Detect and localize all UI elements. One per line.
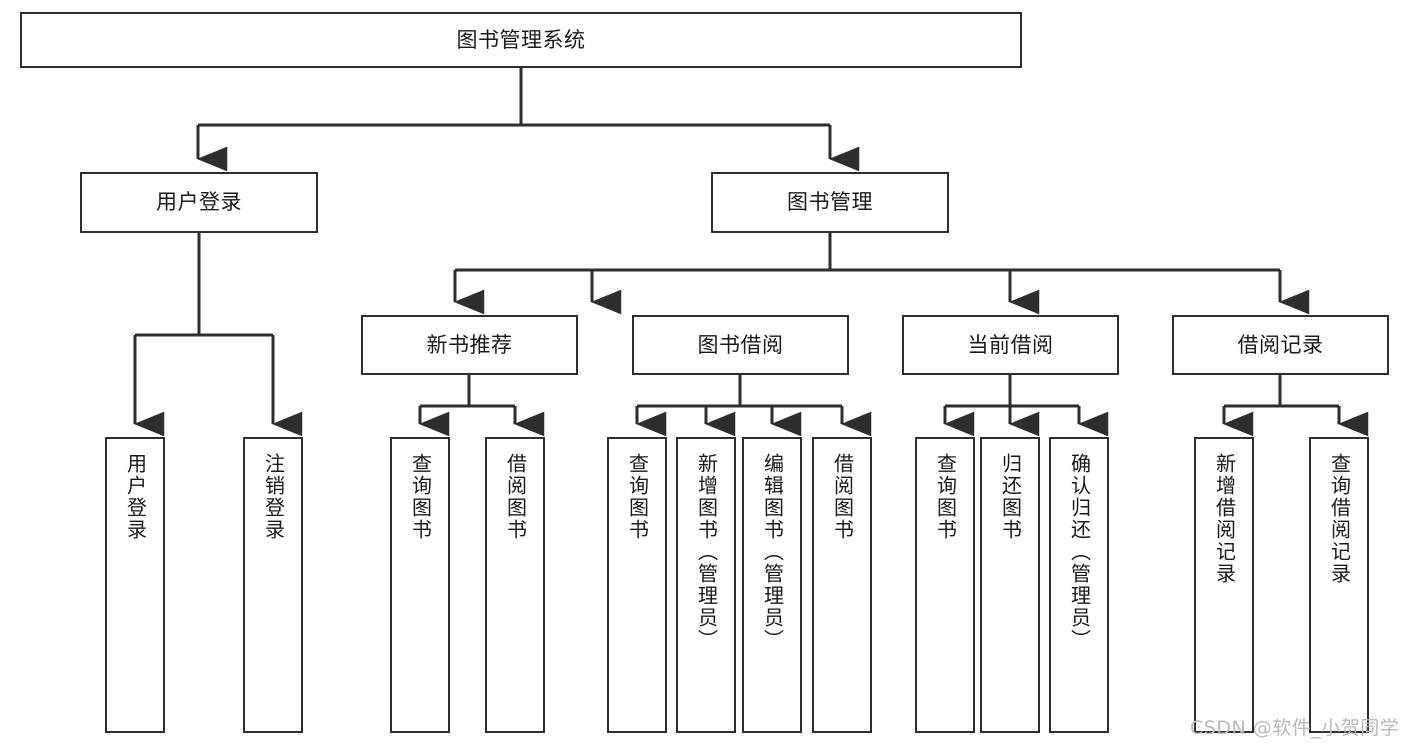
node-book-borrow[interactable]: 图书借阅	[632, 315, 849, 375]
leaf-borrow-record-add-label: 新增借阅记录	[1212, 453, 1237, 585]
leaf-book-borrow-edit-label: 编辑图书（管理员）	[760, 453, 785, 651]
leaf-current-borrow-confirm-label: 确认归还（管理员）	[1067, 453, 1092, 651]
leaf-current-borrow-confirm[interactable]: 确认归还（管理员）	[1049, 437, 1109, 733]
leaf-user-login-login-label: 用户登录	[123, 453, 148, 541]
leaf-new-book-query[interactable]: 查询图书	[390, 437, 450, 733]
leaf-new-book-borrow[interactable]: 借阅图书	[485, 437, 545, 733]
node-new-book-recommend-label: 新书推荐	[426, 332, 513, 357]
node-borrow-record-label: 借阅记录	[1237, 332, 1324, 357]
node-current-borrow[interactable]: 当前借阅	[902, 315, 1119, 375]
node-root[interactable]: 图书管理系统	[20, 12, 1022, 68]
node-book-manage[interactable]: 图书管理	[711, 172, 949, 233]
node-root-label: 图书管理系统	[456, 27, 586, 52]
leaf-new-book-query-label: 查询图书	[408, 453, 433, 541]
leaf-borrow-record-add[interactable]: 新增借阅记录	[1194, 437, 1254, 733]
leaf-book-borrow-borrow-label: 借阅图书	[830, 453, 855, 541]
node-new-book-recommend[interactable]: 新书推荐	[361, 315, 578, 375]
leaf-current-borrow-query[interactable]: 查询图书	[915, 437, 975, 733]
leaf-new-book-borrow-label: 借阅图书	[503, 453, 528, 541]
leaf-book-borrow-add[interactable]: 新增图书（管理员）	[676, 437, 736, 733]
leaf-user-login-logout[interactable]: 注销登录	[243, 437, 303, 733]
leaf-book-borrow-edit[interactable]: 编辑图书（管理员）	[742, 437, 802, 733]
leaf-user-login-logout-label: 注销登录	[261, 453, 286, 541]
node-user-login[interactable]: 用户登录	[80, 172, 318, 233]
leaf-current-borrow-return-label: 归还图书	[998, 453, 1023, 541]
leaf-current-borrow-query-label: 查询图书	[933, 453, 958, 541]
leaf-book-borrow-borrow[interactable]: 借阅图书	[812, 437, 872, 733]
leaf-current-borrow-return[interactable]: 归还图书	[980, 437, 1040, 733]
node-current-borrow-label: 当前借阅	[967, 332, 1054, 357]
leaf-book-borrow-query-label: 查询图书	[625, 453, 650, 541]
node-borrow-record[interactable]: 借阅记录	[1172, 315, 1389, 375]
node-book-borrow-label: 图书借阅	[697, 332, 784, 357]
node-book-manage-label: 图书管理	[787, 190, 873, 215]
leaf-book-borrow-query[interactable]: 查询图书	[607, 437, 667, 733]
leaf-borrow-record-query[interactable]: 查询借阅记录	[1309, 437, 1369, 733]
leaf-book-borrow-add-label: 新增图书（管理员）	[694, 453, 719, 651]
leaf-user-login-login[interactable]: 用户登录	[105, 437, 165, 733]
leaf-borrow-record-query-label: 查询借阅记录	[1327, 453, 1352, 585]
node-user-login-label: 用户登录	[156, 190, 242, 215]
